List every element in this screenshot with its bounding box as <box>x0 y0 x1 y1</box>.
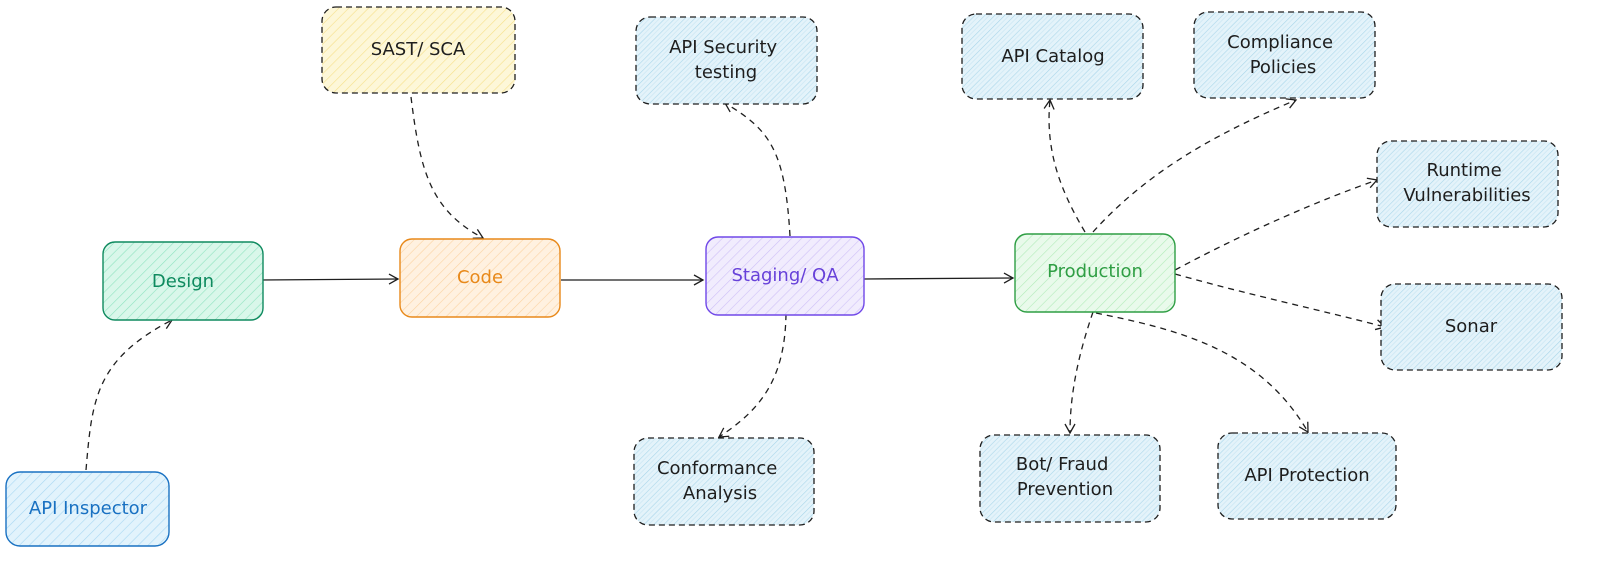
arrow-inspector-to-design <box>85 319 174 471</box>
bot-fraud-prevention-node[interactable]: Bot/ Fraud Prevention <box>979 434 1161 523</box>
conformance-analysis-node[interactable]: Conformance Analysis <box>633 437 815 526</box>
design-label: Design <box>152 271 214 292</box>
api-catalog-node[interactable]: API Catalog <box>961 13 1144 100</box>
compliance-policies-node[interactable]: Compliance Policies <box>1193 11 1376 99</box>
sast-sca-node[interactable]: SAST/ SCA <box>321 6 516 94</box>
runtime-vulnerabilities-label: Runtime Vulnerabilities <box>1403 160 1530 206</box>
arrow-production-to-runtime <box>1174 177 1379 271</box>
staging-label: Staging/ QA <box>731 265 839 286</box>
arrow-staging-to-sectest <box>723 102 791 237</box>
sast-sca-label: SAST/ SCA <box>371 39 466 60</box>
production-node[interactable]: Production <box>1014 233 1176 313</box>
production-label: Production <box>1047 261 1143 282</box>
compliance-policies-label: Compliance Policies <box>1227 32 1339 78</box>
runtime-vulnerabilities-node[interactable]: Runtime Vulnerabilities <box>1376 140 1559 228</box>
code-node[interactable]: Code <box>399 238 561 318</box>
design-node[interactable]: Design <box>102 241 264 321</box>
arrow-sast-to-code <box>410 96 485 239</box>
arrow-design-to-code <box>259 273 400 285</box>
sonar-label: Sonar <box>1445 316 1498 337</box>
api-security-testing-label: API Security testing <box>669 37 783 83</box>
api-security-testing-node[interactable]: API Security testing <box>635 16 818 105</box>
arrow-production-to-compliance <box>1092 98 1298 233</box>
api-protection-label: API Protection <box>1244 465 1369 486</box>
connectors <box>85 96 1387 471</box>
api-catalog-label: API Catalog <box>1001 46 1104 67</box>
conformance-analysis-label: Conformance Analysis <box>657 458 783 504</box>
code-label: Code <box>457 267 503 288</box>
bot-fraud-prevention-label: Bot/ Fraud Prevention <box>1016 454 1114 500</box>
sonar-node[interactable]: Sonar <box>1380 283 1563 371</box>
staging-node[interactable]: Staging/ QA <box>705 236 865 316</box>
arrow-production-to-protection <box>1095 312 1309 434</box>
arrow-production-to-sonar <box>1174 273 1387 331</box>
api-inspector-label: API Inspector <box>29 498 148 519</box>
arrow-production-to-catalog <box>1043 98 1086 233</box>
api-inspector-node[interactable]: API Inspector <box>5 471 170 547</box>
api-protection-node[interactable]: API Protection <box>1217 432 1397 520</box>
arrow-production-to-bot <box>1064 311 1094 435</box>
arrow-staging-to-conformance <box>717 313 787 438</box>
arrow-staging-to-production <box>863 272 1015 284</box>
